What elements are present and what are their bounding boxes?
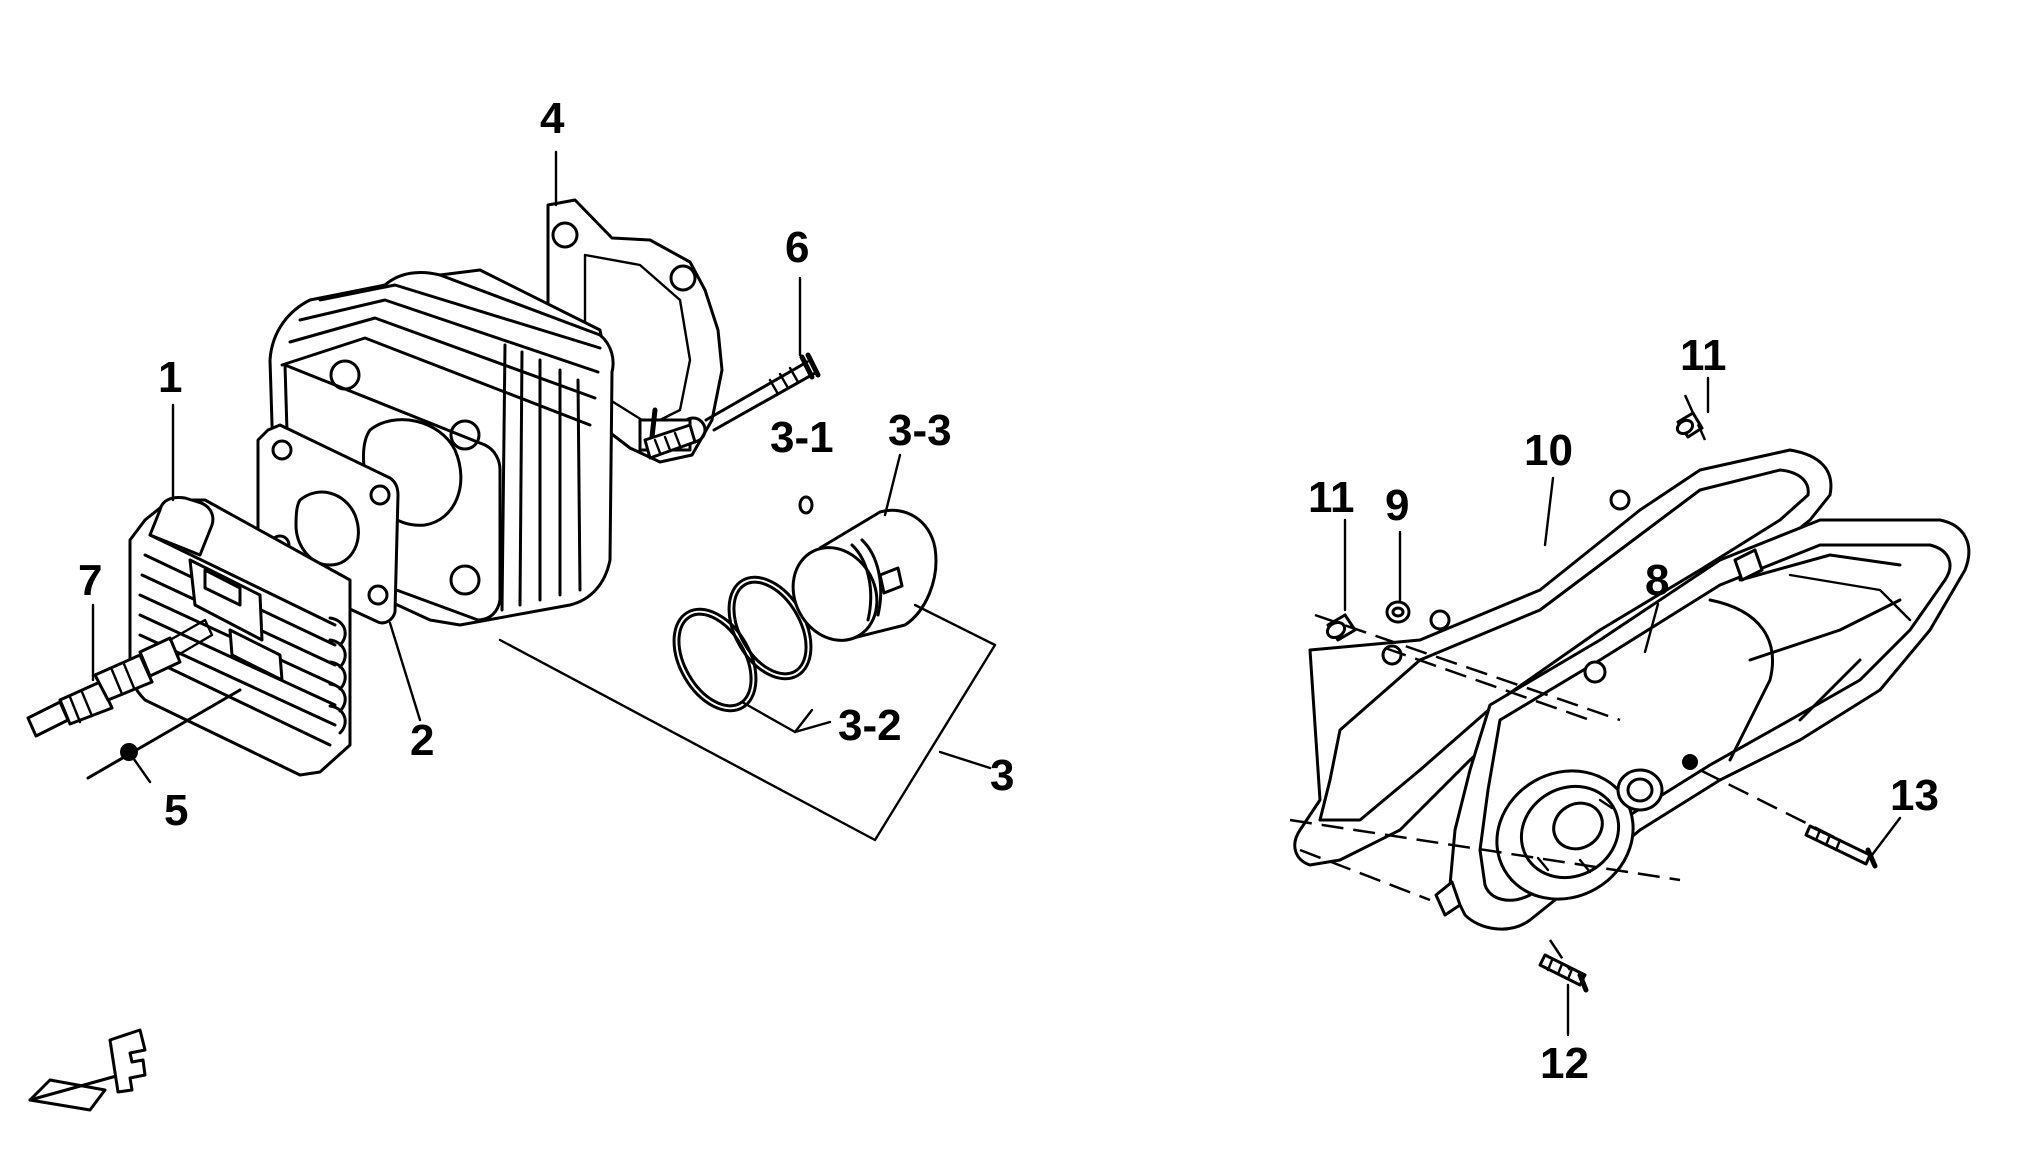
callout-7: 7 xyxy=(78,556,102,605)
bolt-part-12 xyxy=(1538,953,1589,993)
dowel-part-9 xyxy=(1385,600,1411,624)
callout-1: 1 xyxy=(158,353,182,402)
callout-9: 9 xyxy=(1385,481,1409,530)
dowel-part-11-top xyxy=(1675,411,1704,439)
callout-3-3: 3-3 xyxy=(888,406,952,455)
callout-4: 4 xyxy=(540,94,565,143)
callout-3: 3 xyxy=(990,751,1014,800)
callout-11-top: 11 xyxy=(1680,331,1727,380)
callout-6: 6 xyxy=(785,223,809,272)
callout-3-1: 3-1 xyxy=(770,413,834,462)
callout-10: 10 xyxy=(1524,426,1573,475)
bolt-part-13 xyxy=(1804,824,1878,869)
callout-8: 8 xyxy=(1645,556,1669,605)
callout-3-2: 3-2 xyxy=(838,701,902,750)
callout-12: 12 xyxy=(1540,1039,1589,1088)
piston-part-3-3 xyxy=(791,508,938,642)
piston-clip-part-3-1 xyxy=(798,495,814,515)
leader-lines-right xyxy=(1343,376,1902,1037)
leader-lines-left xyxy=(91,150,997,842)
callout-13: 13 xyxy=(1890,771,1939,820)
assembly-axis-lines xyxy=(1289,394,1841,971)
callout-5: 5 xyxy=(164,786,188,835)
crankcase-cover-part-8 xyxy=(1434,518,1971,931)
callout-2: 2 xyxy=(410,716,434,765)
callout-11-left: 11 xyxy=(1308,473,1355,522)
brand-logo xyxy=(28,1028,147,1112)
callout-labels: 4 6 1 7 3-1 3-3 2 3-2 3 5 11 10 11 9 8 1… xyxy=(78,94,1939,1088)
spark-plug-part-7 xyxy=(26,618,214,738)
cylinder-head-part-1 xyxy=(128,496,352,777)
stud-bolt-part-6 xyxy=(643,352,821,460)
